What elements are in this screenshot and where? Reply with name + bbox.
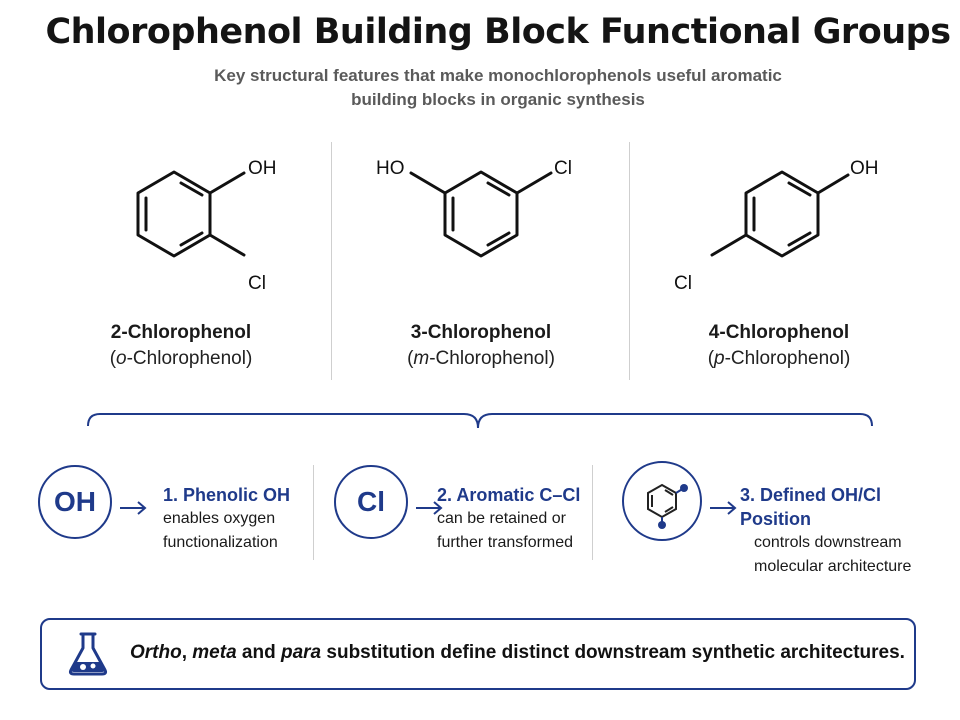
- molecule-label: 4-Chlorophenol (p-Chlorophenol): [634, 320, 924, 372]
- feature-text: 1. Phenolic OH enables oxygen functional…: [163, 483, 290, 555]
- banner-sep-1: ,: [181, 642, 193, 663]
- alt-suffix: -Chlorophenol: [429, 348, 549, 369]
- feature-desc-line-1: enables oxygen: [163, 510, 276, 527]
- alt-prefix: p: [714, 348, 725, 369]
- structure-3-chlorophenol: HO Cl: [376, 158, 572, 258]
- word-ortho: Ortho: [130, 642, 182, 663]
- feature-desc-line-2: molecular architecture: [754, 558, 912, 575]
- banner-rest: substitution define distinct downstream …: [321, 642, 905, 663]
- cl-label: Cl: [674, 273, 692, 294]
- feature-divider-1: [313, 465, 314, 560]
- molecule-alt-name: (o-Chlorophenol): [109, 348, 253, 369]
- oh-label: OH: [248, 158, 277, 179]
- subtitle-line-2: building blocks in organic synthesis: [351, 90, 645, 109]
- word-meta: meta: [192, 642, 237, 663]
- molecule-3-chlorophenol: HO Cl 3-Chlorophenol (m-Chlorophenol): [336, 130, 626, 380]
- oh-circle-icon: OH: [38, 465, 112, 539]
- feature-desc-line-2: functionalization: [163, 534, 278, 551]
- feature-text: 3. Defined OH/Cl Position controls downs…: [740, 483, 942, 579]
- grouping-brace: [87, 413, 873, 429]
- oh-label: OH: [850, 158, 879, 179]
- feature-title: 3. Defined OH/Cl Position: [740, 485, 882, 529]
- feature-desc-line-2: further transformed: [437, 534, 574, 551]
- feature-title: 2. Aromatic C–Cl: [437, 485, 581, 505]
- benzene-ring-icon: [622, 461, 702, 541]
- flask-icon: [68, 632, 108, 676]
- structure-4-chlorophenol: OH Cl: [674, 158, 879, 294]
- feature-title: 1. Phenolic OH: [163, 485, 291, 505]
- cl-circle-icon: Cl: [334, 465, 408, 539]
- feature-aromatic-ccl: Cl 2. Aromatic C–Cl can be retained or f…: [334, 465, 604, 575]
- molecule-name: 3-Chlorophenol: [410, 322, 552, 343]
- feature-defined-position: 3. Defined OH/Cl Position controls downs…: [622, 461, 942, 575]
- arrow-right-icon: [416, 501, 443, 515]
- feature-text: 2. Aromatic C–Cl can be retained or furt…: [437, 483, 580, 555]
- arrow-right-icon: [120, 501, 147, 515]
- ho-label: HO: [376, 158, 405, 179]
- summary-banner: Ortho, meta and para substitution define…: [40, 618, 916, 690]
- alt-suffix: -Chlorophenol: [126, 348, 246, 369]
- feature-divider-2: [592, 465, 593, 560]
- molecule-name: 4-Chlorophenol: [708, 322, 850, 343]
- molecule-name: 2-Chlorophenol: [110, 322, 252, 343]
- molecule-2-chlorophenol: OH Cl 2-Chlorophenol (o-Chlorophenol): [36, 130, 326, 380]
- subtitle-line-1: Key structural features that make monoch…: [214, 66, 782, 85]
- banner-sep-2: and: [236, 642, 281, 663]
- banner-text: Ortho, meta and para substitution define…: [130, 642, 905, 664]
- feature-desc-line-1: controls downstream: [754, 534, 902, 551]
- molecule-label: 3-Chlorophenol (m-Chlorophenol): [336, 320, 626, 372]
- column-divider-1: [331, 142, 332, 380]
- column-divider-2: [629, 142, 630, 380]
- cl-label: Cl: [554, 158, 572, 179]
- arrow-right-icon: [710, 501, 737, 515]
- benzene-ring-icon-svg: [647, 483, 688, 529]
- structure-2-chlorophenol: OH Cl: [136, 158, 277, 294]
- molecule-alt-name: (m-Chlorophenol): [407, 348, 555, 369]
- page-subtitle: Key structural features that make monoch…: [0, 64, 960, 112]
- cl-label: Cl: [248, 273, 266, 294]
- molecule-alt-name: (p-Chlorophenol): [707, 348, 851, 369]
- alt-prefix: o: [116, 348, 127, 369]
- molecule-label: 2-Chlorophenol (o-Chlorophenol): [36, 320, 326, 372]
- feature-phenolic-oh: OH 1. Phenolic OH enables oxygen functio…: [38, 465, 308, 575]
- word-para: para: [280, 642, 322, 663]
- molecule-4-chlorophenol: OH Cl 4-Chlorophenol (p-Chlorophenol): [634, 130, 924, 380]
- alt-prefix: m: [413, 348, 430, 369]
- alt-suffix: -Chlorophenol: [724, 348, 844, 369]
- feature-desc-line-1: can be retained or: [437, 510, 566, 527]
- page-title: Chlorophenol Building Block Functional G…: [45, 12, 951, 52]
